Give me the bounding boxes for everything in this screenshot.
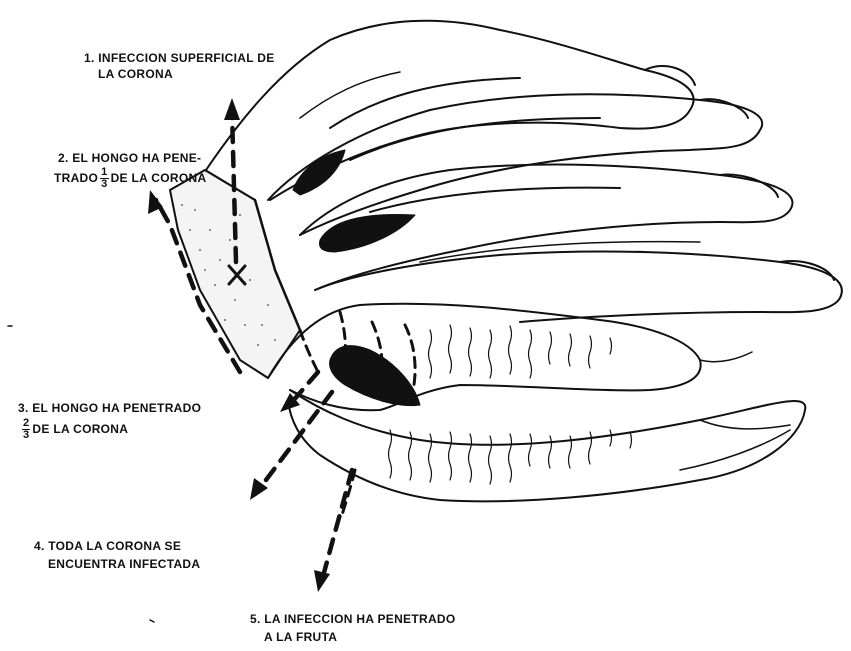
label-4: 4. TODA LA CORONA SE ENCUENTRA INFECTADA (34, 537, 200, 573)
lower-bananas (268, 304, 805, 502)
lesion-top (293, 150, 345, 195)
label-5-line-1: 5. LA INFECCION HA PENETRADO (250, 610, 456, 628)
label-3-de-la-corona: DE LA CORONA (32, 422, 128, 436)
fraction-denominator: 3 (100, 179, 108, 190)
label-1: 1. INFECCION SUPERFICIAL DE LA CORONA (84, 50, 275, 82)
label-2-line-1: 2. EL HONGO HA PENE- (54, 150, 206, 166)
fraction-denominator: 3 (22, 430, 30, 441)
arrowhead-1 (224, 98, 240, 120)
edge-marks (8, 326, 154, 622)
label-4-line-1: 4. TODA LA CORONA SE (34, 537, 200, 555)
label-5-line-2: A LA FRUTA (250, 628, 456, 646)
streaks (389, 325, 632, 484)
label-2-de-la-corona: DE LA CORONA (111, 171, 207, 185)
label-1-line-2: LA CORONA (84, 66, 275, 82)
label-3-line-1: 3. EL HONGO HA PENETRADO (18, 400, 201, 416)
label-1-line-1: 1. INFECCION SUPERFICIAL DE (84, 50, 275, 66)
label-2-trado: TRADO (54, 171, 98, 185)
arrow-5 (322, 470, 352, 580)
lesion-lower (330, 346, 420, 406)
label-5: 5. LA INFECCION HA PENETRADO A LA FRUTA (250, 610, 456, 646)
arrowhead-5 (314, 570, 330, 592)
upper-bananas (206, 21, 842, 322)
label-4-line-2: ENCUENTRA INFECTADA (34, 555, 200, 573)
